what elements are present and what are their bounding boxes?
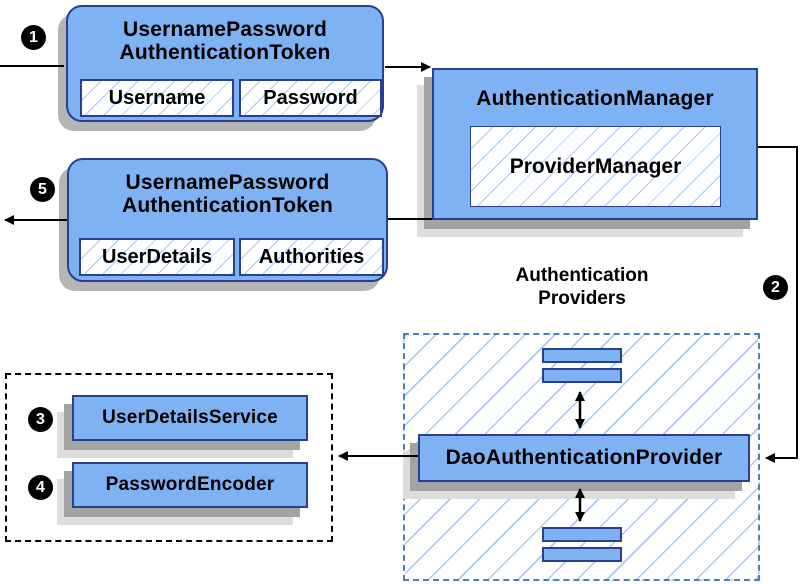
step-badge-3: 3 (28, 407, 53, 432)
provider-stack-top-bar-2 (542, 368, 622, 383)
password-encoder-node: PasswordEncoder (72, 462, 308, 508)
result-token-title-line1: UsernamePassword (125, 171, 330, 194)
provider-manager-label: ProviderManager (509, 154, 682, 178)
step-badge-5: 5 (30, 177, 55, 202)
provider-stack-bottom-bar-2 (542, 547, 622, 562)
dao-authentication-provider-label: DaoAuthenticationProvider (445, 446, 723, 469)
provider-stack-top-bar-1 (542, 348, 622, 363)
result-token-title: UsernamePassword AuthenticationToken (69, 171, 386, 217)
result-token-node: UsernamePassword AuthenticationToken Use… (67, 158, 388, 282)
step-badge-4: 4 (28, 475, 53, 500)
step-badge-2: 2 (763, 275, 788, 300)
request-token-title-line1: UsernamePassword (123, 18, 327, 41)
authentication-providers-title-line1: Authentication (515, 265, 649, 286)
result-token-title-line2: AuthenticationToken (121, 194, 334, 217)
arrow-manager-to-dao-provider (758, 146, 798, 463)
user-details-service-label: UserDetailsService (102, 407, 278, 428)
request-token-node: UsernamePassword AuthenticationToken Use… (66, 5, 384, 122)
provider-manager-node: ProviderManager (470, 126, 721, 207)
step-badge-1: 1 (21, 25, 46, 50)
authentication-manager-title-text: AuthenticationManager (476, 87, 714, 110)
provider-stack-bottom-bar-1 (542, 527, 622, 542)
field-authorities: Authorities (239, 238, 384, 276)
field-password: Password (239, 79, 382, 117)
field-userdetails: UserDetails (79, 238, 235, 276)
field-username: Username (80, 79, 234, 117)
authentication-providers-title: Authentication Providers (482, 264, 682, 310)
authentication-manager-title: AuthenticationManager (434, 87, 756, 111)
authentication-providers-title-line2: Providers (538, 288, 626, 309)
authentication-manager-node: AuthenticationManager ProviderManager (432, 68, 758, 220)
password-encoder-label: PasswordEncoder (105, 474, 275, 495)
user-details-service-node: UserDetailsService (72, 395, 308, 441)
request-token-title: UsernamePassword AuthenticationToken (68, 18, 382, 64)
dao-authentication-provider-node: DaoAuthenticationProvider (418, 434, 750, 482)
request-token-title-line2: AuthenticationToken (119, 41, 331, 64)
